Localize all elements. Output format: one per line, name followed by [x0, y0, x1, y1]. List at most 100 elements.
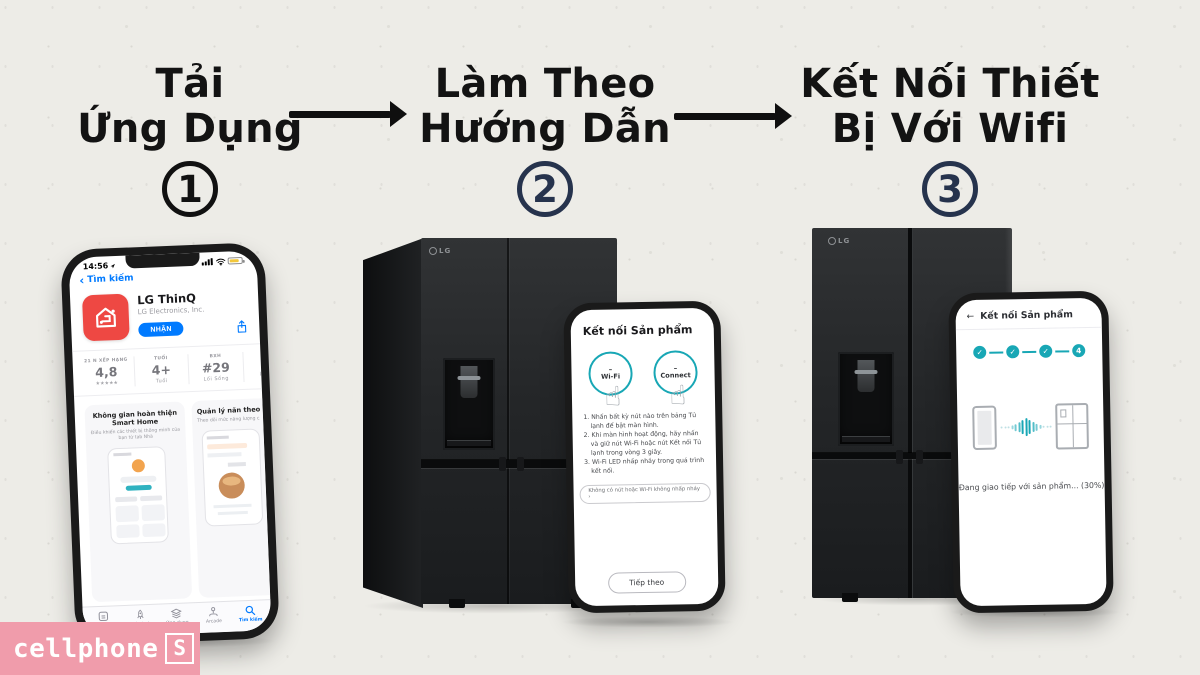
back-arrow-icon[interactable]: ← [966, 311, 975, 322]
mini-screenshot [201, 428, 264, 527]
stepper-line [1022, 350, 1037, 353]
feature-cards: Không gian hoàn thiện Smart Home Điều kh… [74, 389, 271, 606]
troubleshoot-link[interactable]: Không có nút hoặc Wi-Fi không nhấp nháy … [579, 482, 712, 504]
refrigerator-middle: LG [363, 236, 617, 608]
phone-connecting: ← Kết nối Sản phẩm ✓ ✓ ✓ 4 [948, 290, 1114, 614]
dispenser-nozzle [854, 360, 878, 392]
location-icon [111, 263, 116, 268]
feature-card-smart-home[interactable]: Không gian hoàn thiện Smart Home Điều kh… [84, 401, 193, 603]
instruction-3: 3. Wi-Fi LED nhấp nháy trong quá trình k… [584, 457, 705, 475]
wifi-button-label: Wi-Fi [600, 371, 621, 381]
app-listing-header: LG ThinQ LG Electronics, Inc. NHẬN [69, 283, 261, 352]
fridge-handle [421, 457, 617, 471]
step-2-header: Làm Theo Hướng Dẫn 2 [385, 61, 705, 218]
lg-thinq-app-icon [81, 293, 130, 342]
handle-mount [916, 450, 923, 464]
pointing-hand-icon: ☝ [669, 380, 687, 412]
appstore-screen: 14:56 ‹ Tìm kiếm [68, 250, 272, 638]
water-dispenser [443, 358, 495, 450]
appstore-tab-bar: Hôm nay Trò chơi Ứng dụng Arcade Tìm kiế… [82, 599, 272, 638]
stat-caption: Tuổi [155, 378, 168, 385]
back-label: Tìm kiếm [87, 273, 134, 286]
stat-developer: NHÀ LG Elec [242, 349, 262, 383]
tab-arcade[interactable]: Arcade [195, 606, 232, 625]
connect-header: ← Kết nối Sản phẩm [955, 297, 1102, 331]
tab-label: Tìm kiếm [238, 617, 263, 624]
dispenser-tray [842, 436, 890, 442]
phone-appstore: 14:56 ‹ Tìm kiếm [60, 242, 280, 646]
dispenser-nozzle [457, 366, 481, 398]
step-3-title-line1: Kết Nối Thiết [800, 61, 1100, 107]
status-time: 14:56 [83, 261, 117, 271]
share-icon[interactable] [236, 319, 248, 333]
chevron-left-icon: ‹ [79, 273, 85, 288]
lg-logo: LG [429, 247, 451, 255]
stepper-line [1055, 349, 1070, 353]
phone-outline-icon [972, 405, 997, 451]
step-1-title: Tải Ứng Dụng [30, 61, 350, 153]
handle-mount [517, 457, 524, 471]
connect-title: Kết nối Sản phẩm [980, 309, 1073, 322]
step-2-title-line2: Hướng Dẫn [419, 106, 671, 153]
tab-label: Arcade [205, 619, 223, 625]
battery-icon [227, 256, 243, 265]
developer-icon [245, 357, 262, 371]
arrow-right-icon [674, 103, 792, 129]
pointing-hand-icon: ☝ [604, 381, 622, 413]
card-title: Không gian hoàn thiện Smart Home [92, 408, 178, 428]
fridge-foot [449, 599, 465, 608]
guide-title: Kết nối Sản phẩm [582, 323, 693, 339]
dispenser-tray [447, 440, 491, 446]
today-icon [98, 611, 108, 622]
instruction-1: 1. Nhấn bất kỳ nút nào trên bảng Tủ lạnh… [583, 412, 697, 430]
stat-caption: LG Elec [259, 370, 262, 378]
arcade-icon [209, 607, 218, 617]
card-subtitle: Điều khiển các thiết bị thông minh của b… [90, 427, 181, 441]
step-done-icon: ✓ [1039, 344, 1053, 358]
card-subtitle: Theo dõi mức năng lượng c [197, 416, 260, 424]
connect-button-label: Connect [660, 370, 691, 380]
guide-screen: Kết nối Sản phẩm – Wi-Fi ☝ – Connect ☝ [570, 307, 719, 607]
stars-icon: ★★★★★ [95, 380, 119, 387]
signal-wave-icon [1000, 418, 1052, 437]
connecting-screen: ← Kết nối Sản phẩm ✓ ✓ ✓ 4 [955, 297, 1107, 607]
app-stats-row: 21 N XẾP HẠNG 4,8 ★★★★★ TUỔI 4+ Tuổi BXH… [72, 344, 262, 397]
fridge-door-seam [507, 238, 509, 604]
tab-search[interactable]: Tìm kiếm [232, 604, 269, 623]
next-button[interactable]: Tiếp theo [607, 571, 686, 594]
step-2-number-badge: 2 [517, 161, 573, 218]
cellphones-watermark: cellphone S [0, 622, 200, 675]
handle-mount [499, 457, 506, 471]
search-icon [245, 605, 256, 616]
step-2-title: Làm Theo Hướng Dẫn [385, 61, 705, 153]
step-1-title-line2: Ứng Dụng [77, 106, 303, 153]
stat-chart: BXH #29 Lối Sống [187, 352, 244, 385]
step-2-title-line1: Làm Theo [434, 61, 656, 107]
stat-caption: Lối Sống [203, 375, 230, 383]
rocket-icon [137, 609, 144, 620]
fridge-door-seam [908, 228, 912, 598]
tab-games[interactable]: Trò chơi [121, 609, 158, 628]
fridge-button-illustrations: – Wi-Fi ☝ – Connect ☝ [571, 350, 715, 413]
fridge-outline-icon [1055, 402, 1089, 450]
brand-name: cellphone [13, 633, 159, 664]
tab-today[interactable]: Hôm nay [85, 610, 122, 629]
lg-logo: LG [828, 237, 850, 245]
tab-apps[interactable]: Ứng dụng [158, 607, 195, 626]
fridge-foot [842, 593, 858, 602]
instruction-list: 1. Nhấn bất kỳ nút nào trên bảng Tủ lạnh… [583, 412, 705, 477]
layers-icon [171, 608, 183, 619]
get-button[interactable]: NHẬN [138, 321, 185, 338]
progress-stepper: ✓ ✓ ✓ 4 [973, 344, 1086, 359]
stat-value: #29 [201, 359, 231, 376]
stat-ratings: 21 N XẾP HẠNG 4,8 ★★★★★ [78, 356, 134, 388]
smart-home-icon [95, 307, 117, 328]
step-current-badge: 4 [1072, 344, 1086, 358]
step-1-title-line1: Tải [155, 61, 225, 107]
arrow-right-icon [289, 101, 407, 127]
fridge-handle [812, 450, 1012, 464]
step-1-number-badge: 1 [162, 161, 218, 218]
feature-card-energy[interactable]: Quản lý năn theo thời gi Theo dõi mức nă… [191, 397, 271, 598]
stat-header: NHÀ [245, 351, 262, 358]
handle-mount [896, 450, 903, 464]
